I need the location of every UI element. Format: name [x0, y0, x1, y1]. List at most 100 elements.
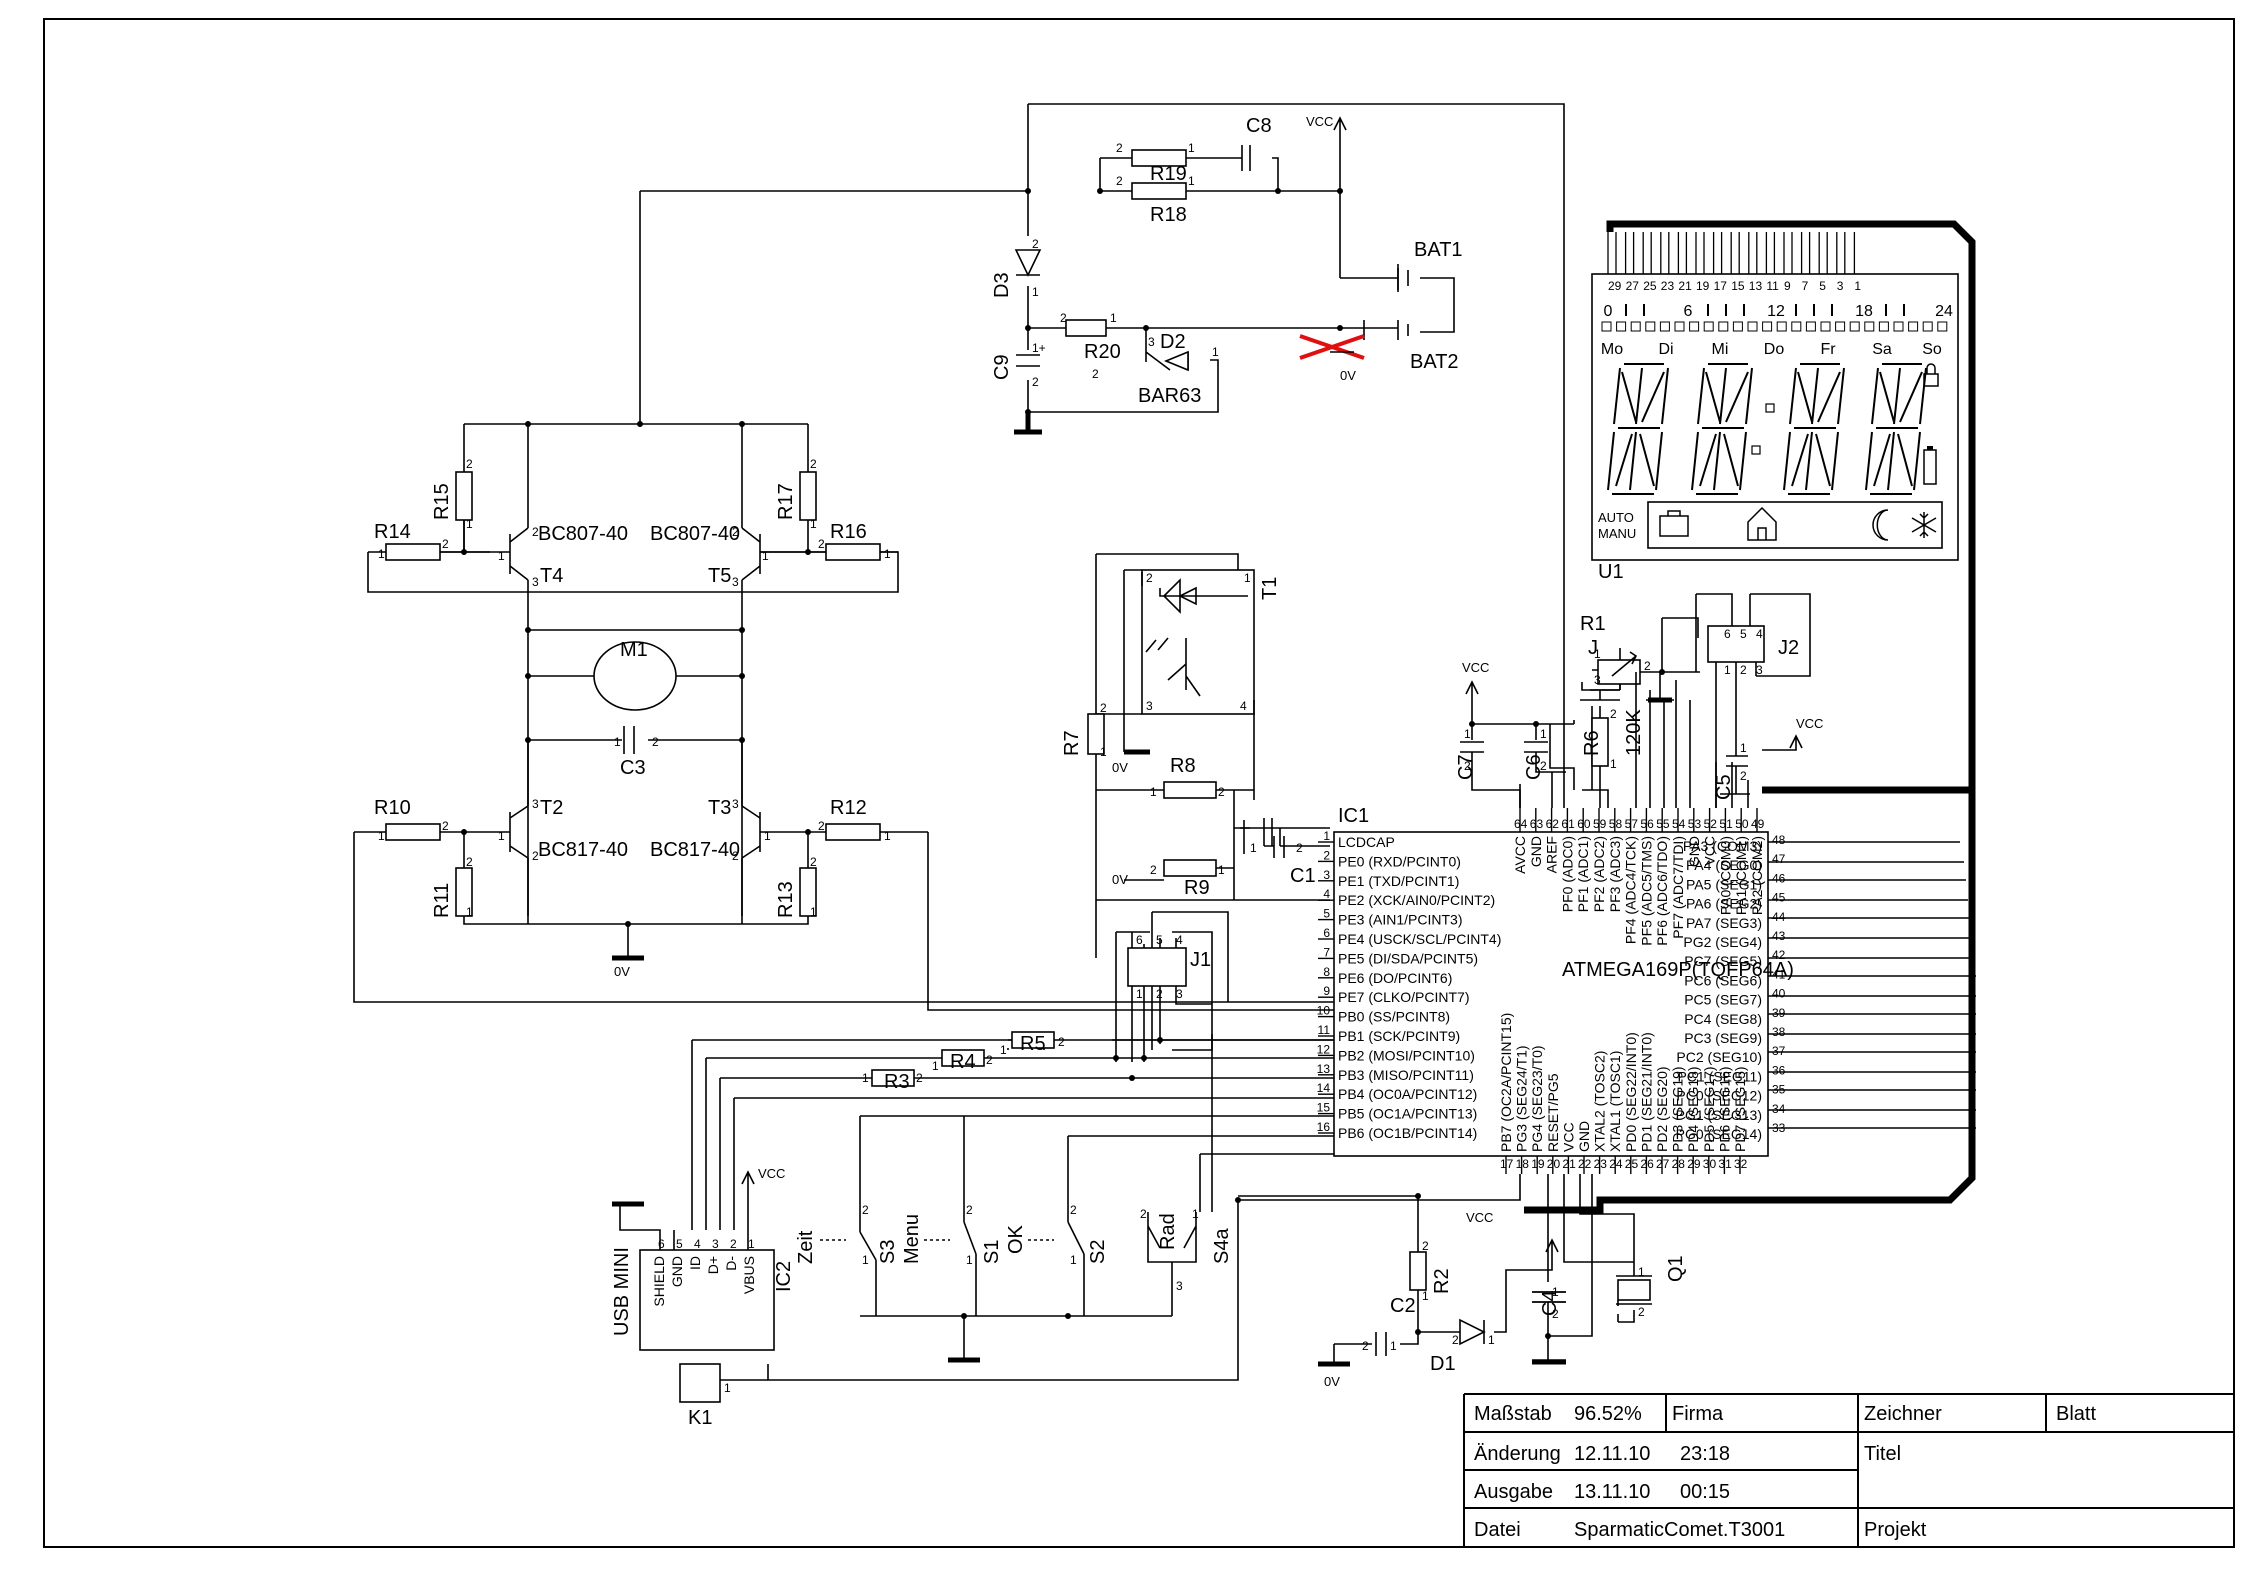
- mcu-pin-name: PB0 (SS/PCINT8): [1338, 1009, 1450, 1025]
- r2-body: [1409, 1251, 1427, 1291]
- lcd-pin-number: 3: [1837, 279, 1844, 293]
- mcu-pin-number: 31: [1718, 1157, 1732, 1171]
- svg-text:1: 1: [724, 1381, 731, 1395]
- tb-projekt-label: Projekt: [1864, 1519, 1927, 1541]
- house-icon: [1747, 506, 1777, 541]
- svg-text:1: 1: [1000, 1043, 1007, 1057]
- lcd-hour-segment: [1659, 321, 1670, 332]
- mcu-pin-number: 11: [1318, 1023, 1331, 1037]
- svg-text:1: 1: [1192, 1207, 1199, 1221]
- lcd-pin-number: 21: [1678, 279, 1692, 293]
- r8-body: [1163, 781, 1217, 799]
- mcu-pin-number: 46: [1772, 871, 1786, 885]
- lcd-pin-number: 13: [1749, 279, 1763, 293]
- lcd-scale-label: 12: [1767, 303, 1785, 320]
- lcd-ticks: [1601, 304, 1948, 332]
- battery-icon: [1923, 446, 1937, 485]
- lcd-hour-segment: [1849, 321, 1860, 332]
- svg-text:1: 1: [466, 517, 473, 531]
- svg-text:2: 2: [1740, 769, 1747, 783]
- svg-text:2: 2: [1100, 701, 1107, 715]
- svg-text:2: 2: [862, 1203, 869, 1217]
- ic2-body: [639, 1249, 775, 1351]
- svg-text:1+: 1+: [1032, 341, 1046, 355]
- usb-pin-name: GND: [669, 1256, 685, 1287]
- j1-body: [1127, 947, 1187, 987]
- mcu-pin-number: 17: [1500, 1157, 1514, 1171]
- r16-body: [825, 543, 881, 561]
- label-s1: S1: [981, 1240, 1003, 1264]
- usb-pin-name: ID: [687, 1256, 703, 1270]
- mcu-pin-number: 43: [1772, 929, 1786, 943]
- mcu-pin-name: PC6 (SEG6): [1684, 972, 1762, 988]
- lcd-hour-segment: [1937, 321, 1948, 332]
- tb-massstab-label: Maßstab: [1474, 1403, 1552, 1425]
- mcu-pin-number: 57: [1625, 817, 1639, 831]
- lcd-pin-lines: [1607, 232, 1856, 274]
- svg-text:6: 6: [1724, 627, 1731, 641]
- lcd-day-label: So: [1922, 341, 1942, 358]
- svg-text:3: 3: [732, 575, 739, 589]
- usb-pin-number: 4: [694, 1237, 701, 1251]
- label-r5: R5: [1020, 1033, 1046, 1055]
- mcu-pin-name: PF6 (ADC6/TDO): [1654, 836, 1670, 946]
- label-vcc-c7: VCC: [1462, 660, 1489, 675]
- mcu-pin-name: LCDCAP: [1338, 834, 1395, 850]
- svg-text:2: 2: [1552, 1307, 1559, 1321]
- svg-text:2: 2: [1032, 375, 1039, 389]
- label-r8: R8: [1170, 755, 1196, 777]
- svg-text:1: 1: [1422, 1289, 1429, 1303]
- label-r3: R3: [884, 1071, 910, 1093]
- lcd-hour-segment: [1908, 321, 1919, 332]
- svg-text:3: 3: [1756, 663, 1763, 677]
- mcu-pin-number: 44: [1772, 910, 1786, 924]
- label-c8: C8: [1246, 115, 1272, 137]
- mcu-pin-name: GND: [1576, 1121, 1592, 1152]
- mcu-pin-number: 39: [1772, 1006, 1786, 1020]
- svg-text:1: 1: [1594, 647, 1601, 661]
- label-bat2: BAT2: [1410, 351, 1459, 373]
- usb-pin-number: 5: [676, 1237, 683, 1251]
- lcd-hour-segment: [1776, 321, 1787, 332]
- mcu-pin-number: 61: [1561, 817, 1575, 831]
- mcu-pin-number: 23: [1594, 1157, 1608, 1171]
- mcu-pin-number: 50: [1735, 817, 1749, 831]
- label-0v-r9: 0V: [1112, 872, 1128, 887]
- mcu-pin-number: 55: [1656, 817, 1670, 831]
- svg-text:2: 2: [1140, 1207, 1147, 1221]
- svg-text:1: 1: [810, 905, 817, 919]
- mcu-pin-name: PF0 (ADC0): [1559, 836, 1575, 912]
- svg-text:2: 2: [1452, 1333, 1459, 1347]
- lcd-hour-segment: [1878, 321, 1889, 332]
- svg-text:3: 3: [532, 575, 539, 589]
- label-r6: R6: [1581, 730, 1603, 756]
- svg-text:1: 1: [1032, 285, 1039, 299]
- mcu-pin-name: PG1 (SEG13): [1676, 1107, 1762, 1123]
- mcu-pin-name: PB5 (OC1A/PCINT13): [1338, 1106, 1477, 1122]
- lcd-hour-segment: [1616, 321, 1627, 332]
- label-bar63: BAR63: [1138, 385, 1201, 407]
- mcu-pin-number: 38: [1772, 1025, 1786, 1039]
- mcu-pin-name: PA2 (COM2): [1749, 836, 1765, 915]
- lcd-hour-segment: [1835, 321, 1846, 332]
- svg-text:6: 6: [1136, 933, 1143, 947]
- label-r9: R9: [1184, 877, 1210, 899]
- label-0v-r7: 0V: [1112, 760, 1128, 775]
- label-r19: R19: [1150, 163, 1187, 185]
- svg-text:2: 2: [818, 819, 825, 833]
- svg-text:1: 1: [1250, 841, 1257, 855]
- svg-text:2: 2: [532, 849, 539, 863]
- mcu-pin-name: PE1 (TXD/PCINT1): [1338, 873, 1459, 889]
- svg-text:1: 1: [1110, 311, 1117, 325]
- svg-text:1: 1: [762, 549, 769, 563]
- mcu-pin-number: 51: [1719, 817, 1733, 831]
- tb-ausgabe-label: Ausgabe: [1474, 1481, 1553, 1503]
- label-d3: D3: [991, 272, 1013, 298]
- mcu-pin-name: PD2 (SEG20): [1654, 1066, 1670, 1152]
- mcu-pin-name: PG3 (SEG24/T1): [1514, 1045, 1530, 1152]
- mcu-pin-name: PB3 (MISO/PCINT11): [1338, 1067, 1474, 1083]
- svg-text:4: 4: [1176, 933, 1183, 947]
